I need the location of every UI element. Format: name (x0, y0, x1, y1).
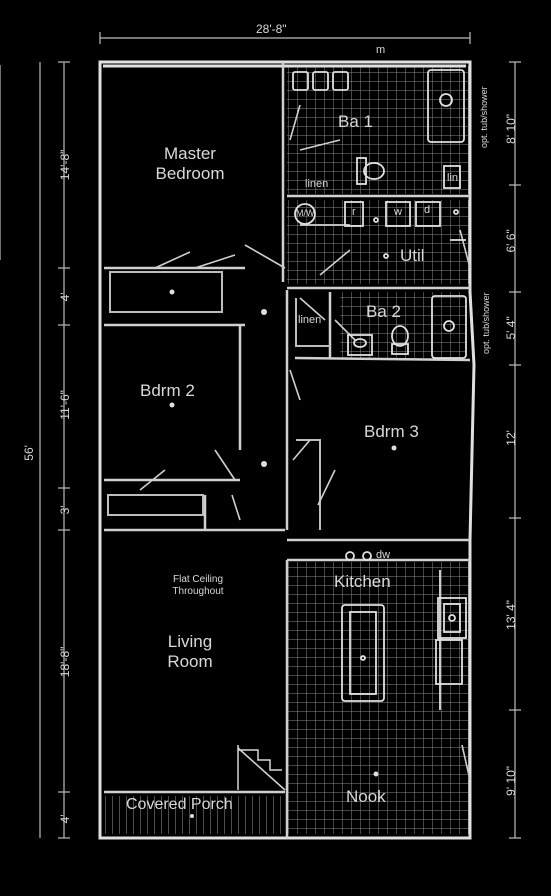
ceiling-lights (169, 289, 397, 818)
left-dim-6: 4' (58, 814, 73, 824)
ref-label: r (352, 206, 356, 218)
ba2-fixtures (347, 295, 467, 359)
door-swings (139, 104, 471, 791)
interior-walls (104, 62, 471, 838)
room-ba2: Ba 2 (366, 302, 401, 321)
room-util: Util (400, 246, 425, 265)
linen-closet-1: linen (305, 178, 329, 190)
overall-length-dim: 56' (22, 445, 37, 461)
right-dim-3: 5' 4" (504, 316, 519, 340)
entry-steps (237, 745, 282, 790)
top-tag: m (376, 44, 386, 56)
left-dim-2: 4' (58, 292, 73, 302)
right-dim-6: 9' 10" (504, 765, 519, 796)
room-covered-porch: Covered Porch (126, 796, 233, 813)
ba2-tile (340, 292, 467, 358)
right-dim-5: 13' 4" (504, 599, 519, 630)
room-bdrm2: Bdrm 2 (140, 381, 195, 400)
room-bdrm3: Bdrm 3 (364, 422, 419, 441)
right-dim-1: 8' 10" (504, 113, 519, 144)
tub2-label: opt. tub/shower (480, 292, 491, 354)
closet-shelves (107, 224, 350, 530)
ba1-fixtures (292, 69, 465, 189)
porch-hatch (104, 796, 286, 834)
dimension-lines (0, 32, 521, 839)
room-kitchen: Kitchen (334, 572, 391, 591)
util-tile (287, 200, 469, 284)
left-dim-3: 11'-6" (58, 390, 73, 420)
tub1-label: opt. tub/shower (478, 86, 489, 148)
exterior-walls (98, 60, 476, 840)
right-dim-4: 12' (504, 430, 519, 446)
room-master-bedroom: Master Bedroom (155, 144, 225, 183)
linen-closet-3: linen (298, 314, 322, 326)
mw-label: M/W (296, 208, 315, 218)
dryer-label: d (424, 204, 431, 216)
washer-label: w (394, 206, 402, 218)
room-living: Living Room (167, 632, 213, 671)
util-fixtures (294, 201, 466, 259)
right-dim-2: 6' 6" (504, 229, 519, 253)
left-dim-1: 14'-8" (58, 149, 73, 181)
room-nook: Nook (346, 787, 386, 806)
ba1-tile (287, 66, 469, 194)
overall-width-dim: 28'-8" (256, 22, 287, 36)
ceiling-note: Flat Ceiling Throughout (172, 574, 224, 597)
linen-closet-2: lin (447, 172, 459, 184)
dw-label: dw (376, 549, 391, 561)
left-dim-4: 3' (58, 505, 73, 515)
room-ba1: Ba 1 (338, 112, 373, 131)
kitchen-fixtures (341, 551, 467, 710)
left-dim-5: 18'-8" (58, 646, 73, 678)
